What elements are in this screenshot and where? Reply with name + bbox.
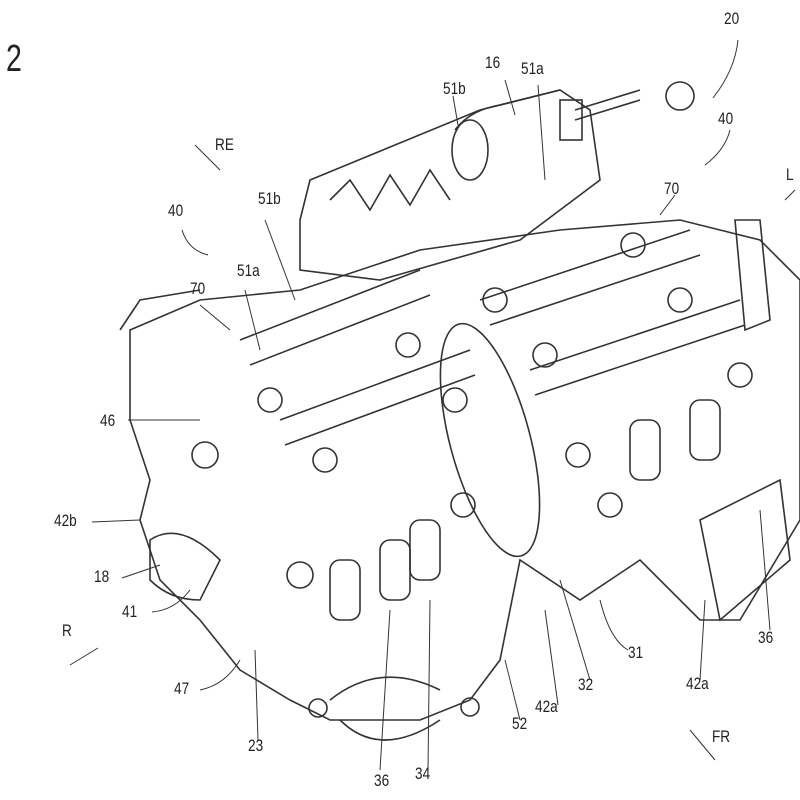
ref-label: 36 <box>758 628 774 647</box>
ref-label: 42b <box>54 511 77 530</box>
ref-label: 46 <box>100 411 116 430</box>
ref-label: 51b <box>258 189 281 208</box>
ref-label: 51a <box>521 59 544 78</box>
direction-left-label: L <box>786 165 794 184</box>
direction-right-label: R <box>62 621 72 640</box>
ref-label: 42a <box>686 674 709 693</box>
ref-label: 32 <box>578 675 594 694</box>
ref-label: 70 <box>664 179 680 198</box>
ref-label: 36 <box>374 771 390 790</box>
ref-label: 51b <box>443 79 466 98</box>
ref-label: 40 <box>168 201 184 220</box>
ref-label: 20 <box>724 9 740 28</box>
direction-front-label: FR <box>712 727 731 746</box>
ref-label: 23 <box>248 736 264 755</box>
ref-label: 41 <box>122 602 138 621</box>
ref-label: 31 <box>628 643 644 662</box>
ref-label: 16 <box>485 53 501 72</box>
ref-label: 51a <box>237 261 260 280</box>
bolt-heads <box>191 232 753 589</box>
figure-number: 2 <box>6 38 22 80</box>
ref-label: 40 <box>718 109 734 128</box>
ref-label: 70 <box>190 279 206 298</box>
ref-label: 52 <box>512 714 528 733</box>
ref-label: 47 <box>174 679 190 698</box>
ref-label: 42a <box>535 697 558 716</box>
ref-label: 34 <box>415 764 431 783</box>
direction-rear-label: RE <box>215 135 234 154</box>
ref-label: 18 <box>94 567 110 586</box>
